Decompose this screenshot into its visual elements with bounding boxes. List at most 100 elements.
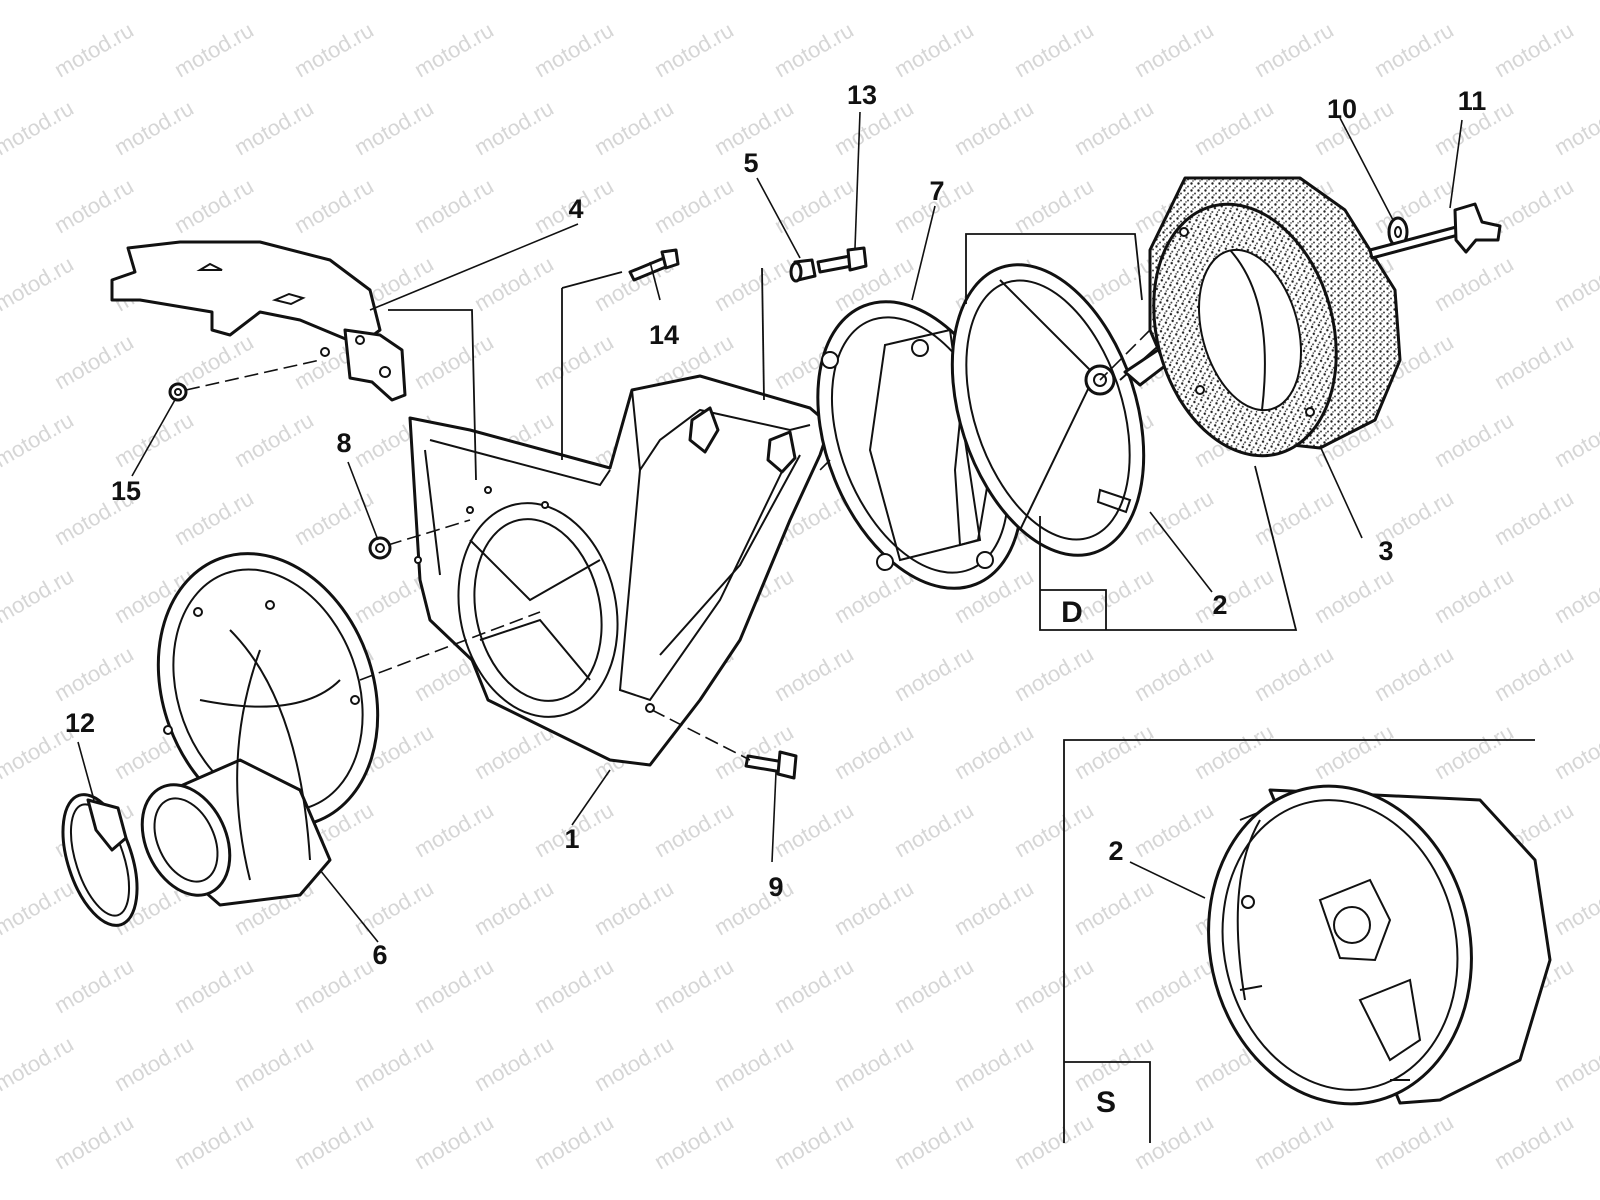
watermark-text: motod.ru [1070,563,1158,628]
watermark-text: motod.ru [1490,173,1578,238]
watermark-text: motod.ru [1550,407,1600,472]
leader-lines [77,111,1463,943]
callout-6: 6 [372,940,387,970]
watermark-text: motod.ru [890,641,978,706]
watermark-text: motod.ru [230,0,318,4]
watermark-text: motod.ru [650,1109,738,1174]
part-air-box [408,374,832,767]
watermark-text: motod.ru [1070,95,1158,160]
watermark-text: motod.ru [1190,563,1278,628]
watermark-text: motod.ru [1130,641,1218,706]
watermark-text: motod.ru [1250,641,1338,706]
watermark-text: motod.ru [0,0,78,4]
watermark-text: motod.ru [50,641,138,706]
alignment-lines [185,329,1151,761]
watermark-text: motod.ru [350,0,438,4]
watermark-text: motod.ru [1370,641,1458,706]
watermark-text: motod.ru [410,1109,498,1174]
watermark-text: motod.ru [650,173,738,238]
watermark-text: motod.ru [50,953,138,1018]
watermark-text: motod.ru [830,0,918,4]
callout-4: 4 [568,194,583,224]
watermark-text: motod.ru [50,1109,138,1174]
watermark-text: motod.ru [170,953,258,1018]
watermark-text: motod.ru [770,1109,858,1174]
watermark-text: motod.ru [1010,797,1098,862]
watermark-text: motod.ru [770,173,858,238]
watermark-text: motod.ru [590,95,678,160]
watermark-text: motod.ru [1430,563,1518,628]
watermark-text: motod.ru [1550,95,1600,160]
watermark-text: motod.ru [1130,953,1218,1018]
watermark-text: motod.ru [770,953,858,1018]
watermark-text: motod.ru [1310,563,1398,628]
watermark-text: motod.ru [1370,17,1458,82]
watermark-text: motod.ru [530,329,618,394]
watermark-text: motod.ru [650,17,738,82]
watermark-text: motod.ru [830,875,918,940]
watermark-text: motod.ru [1490,17,1578,82]
callout-14: 14 [649,320,679,350]
watermark-text: motod.ru [890,17,978,82]
watermark-text: motod.ru [890,953,978,1018]
watermark-text: motod.ru [1430,407,1518,472]
watermark-text: motod.ru [1190,719,1278,784]
watermark-text: motod.ru [1550,875,1600,940]
watermark-text: motod.ru [470,875,558,940]
watermark-text: motod.ru [1010,1109,1098,1174]
watermark-text: motod.ru [1550,563,1600,628]
inset-callout-2: 2 [1108,836,1123,866]
watermark-text: motod.ru [1190,95,1278,160]
watermark-text: motod.ru [50,173,138,238]
watermark-text: motod.ru [590,0,678,4]
watermark-text: motod.ru [1430,251,1518,316]
part-wing-bolt [1368,202,1502,260]
watermark-text: motod.ru [410,329,498,394]
watermark-text: motod.ru [0,563,78,628]
watermark-text: motod.ru [950,719,1038,784]
watermark-text: motod.ru [470,1031,558,1096]
callout-15: 15 [111,476,141,506]
watermark-text: motod.ru [950,1031,1038,1096]
watermark-text: motod.ru [1310,0,1398,4]
watermark-text: motod.ru [0,407,78,472]
watermark-text: motod.ru [830,1031,918,1096]
watermark-text: motod.ru [770,641,858,706]
watermark-text: motod.ru [1250,1109,1338,1174]
callout-10: 10 [1327,94,1357,124]
watermark-text: motod.ru [1490,1109,1578,1174]
watermark-text: motod.ru [1430,0,1518,4]
watermark-text: motod.ru [890,797,978,862]
watermark-text: motod.ru [110,95,198,160]
detail-d-box: D [1040,589,1107,630]
watermark-text: motod.ru [410,173,498,238]
watermark-text: motod.ru [1010,17,1098,82]
watermark-text: motod.ru [1550,719,1600,784]
callout-3: 3 [1378,536,1393,566]
watermark-text: motod.ru [1010,641,1098,706]
watermark-text: motod.ru [470,251,558,316]
watermark-text: motod.ru [710,1031,798,1096]
watermark-text: motod.ru [710,0,798,4]
detail-s-label: S [1096,1086,1116,1119]
watermark-text: motod.ru [830,719,918,784]
part-nut-8 [368,536,392,560]
watermark-text: motod.ru [350,875,438,940]
part-grommet-5 [789,258,817,283]
watermark-text: motod.ru [1130,797,1218,862]
callout-labels: 1 2 3 4 5 6 7 8 9 10 11 12 13 14 15 [65,80,1486,970]
watermark-text: motod.ru [1550,1031,1600,1096]
callout-13: 13 [847,80,877,110]
watermark-text: motod.ru [1190,0,1278,4]
watermark-text: motod.ru [410,17,498,82]
part-bolt-13 [816,246,868,274]
watermark-text: motod.ru [650,797,738,862]
watermark-text: motod.ru [1070,875,1158,940]
detail-d-label: D [1061,596,1083,629]
watermark-text: motod.ru [470,0,558,4]
watermark-text: motod.ru [1010,173,1098,238]
bracket-frames [388,233,1298,631]
callout-5: 5 [743,148,758,178]
watermark-text: motod.ru [1010,953,1098,1018]
callout-9: 9 [768,872,783,902]
